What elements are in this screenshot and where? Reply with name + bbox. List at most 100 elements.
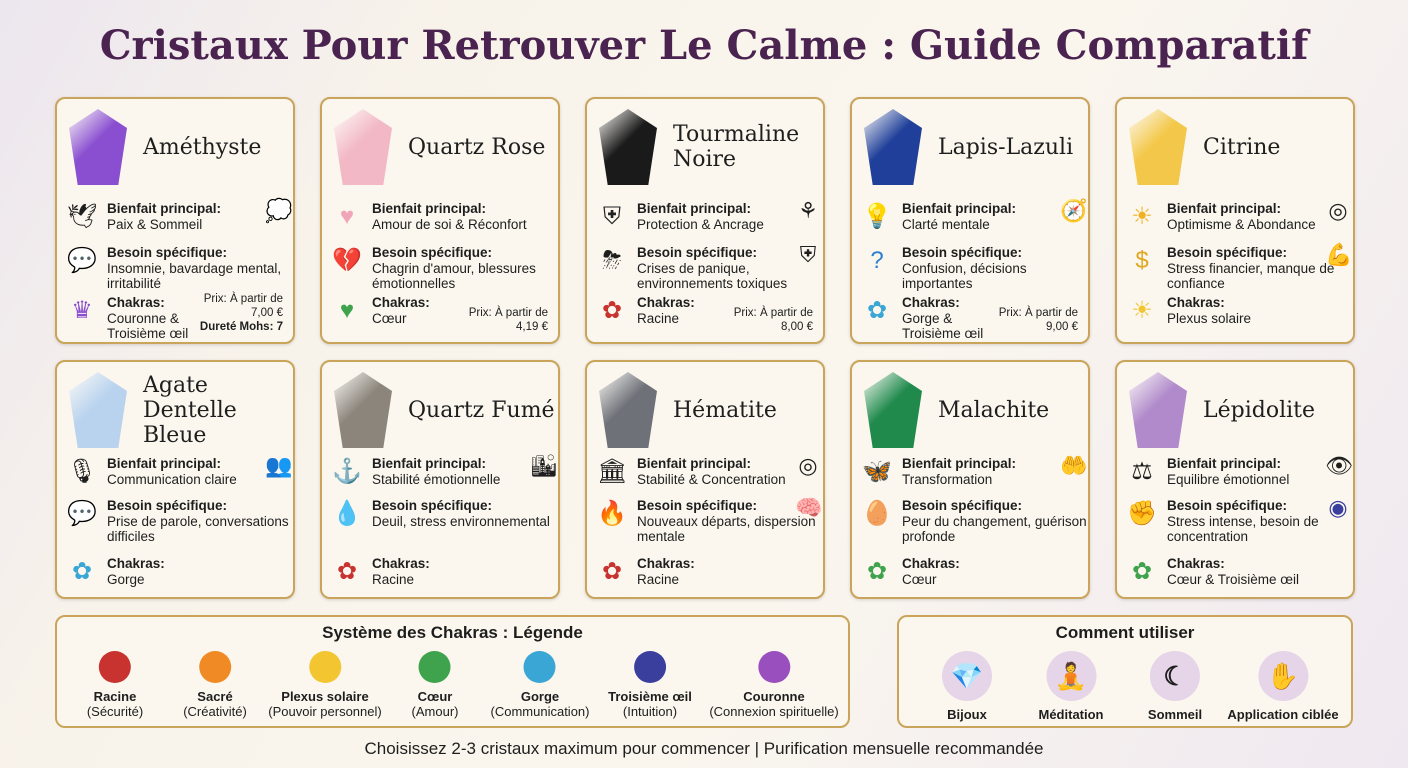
usage-title: Comment utiliser [1055,623,1195,642]
person-shield-icon: ⛨ [799,242,817,267]
legend-name: Troisième œil [608,689,692,704]
benefit-row: 🎙Bienfait principal:Communication claire… [67,453,292,487]
need-row: 💬Besoin spécifique:Insomnie, bavardage m… [67,245,292,292]
legend-meaning: (Sécurité) [86,704,144,719]
microphone-icon: 🎙 [67,458,98,485]
price-info: Prix: À partir de 4,19 € [464,306,548,334]
benefit-value: Paix & Sommeil [107,216,203,232]
chakras-value: Couronne & Troisième œil [107,310,189,342]
need-label: Besoin spécifique: [107,245,228,260]
benefit-label: Bienfait principal: [1167,201,1282,216]
benefit-row: ☀ Bienfait principal:Optimisme & Abondanc… [1131,198,1347,232]
page-title: Cristaux Pour Retrouver Le Calme : Guide… [99,22,1309,69]
legend-name: Racine [93,689,137,704]
chakras-row: ✿Chakras:Gorge [72,556,292,587]
price: Prix: À partir de 8,00 € [733,307,813,333]
benefit-row: 🕊Bienfait principal:Paix & Sommeil💭 [67,198,292,232]
heart-icon: ♥ [339,203,355,230]
root-chakra-icon: ✿ [336,558,358,585]
benefit-row: 🦋Bienfait principal:Transformation🤲 [862,453,1087,487]
dove-icon: 🕊 [67,203,98,230]
chakras-label: Chakras: [107,295,165,310]
chakras-value: Gorge & Troisième œil [902,310,984,342]
crystal-name: Agate Dentelle Bleue [143,372,237,448]
benefit-row: 💡Bienfait principal:Clarté mentale🧭 [862,198,1087,232]
legend-item-troisième-œil: Troisième œil(Intuition) [608,651,692,719]
card-header: Améthyste [57,99,293,195]
crystal-card: Malachite 🦋Bienfait principal:Transformat… [850,360,1090,599]
question-mark-icon: ? [870,247,884,274]
third-eye-chakra-icon: ◉ [1328,495,1348,520]
benefit-row: ⚖Bienfait principal:Equilibre émotionnel… [1131,453,1353,487]
benefit-label: Bienfait principal: [637,456,752,471]
city-icon: 🏙 [530,453,558,478]
chakra-symbol-icon [418,651,451,683]
legend-item-plexus-solaire: Plexus solaire(Pouvoir personnel) [268,651,382,719]
need-label: Besoin spécifique: [1167,498,1288,513]
compass-icon: 🧭 [1060,198,1088,223]
crystal-name: Quartz Fumé [408,397,555,423]
legend-meaning: (Connexion spirituelle) [709,704,839,719]
crystal-image [69,372,127,448]
need-value: Peur du changement, guérison profonde [902,513,1087,545]
hands-heart-icon: 🤲 [1060,453,1088,478]
chakras-label: Chakras: [902,556,960,571]
legend-name: Plexus solaire [281,689,369,704]
chakra-symbol-icon [523,651,556,683]
benefit-row: ⚓Bienfait principal:Stabilité émotionnel… [332,453,558,487]
benefit-value: Stabilité émotionnelle [372,471,501,487]
sun-icon: ☀ [1131,203,1153,230]
scales-icon: ⚖ [1131,458,1153,485]
chakras-row: ✿ Chakras:Racine [337,556,557,587]
chakras-label: Chakras: [372,556,430,571]
need-value: Insomnie, bavardage mental, irritabilité [107,260,282,292]
need-row: $Besoin spécifique:Stress financier, man… [1135,242,1352,292]
need-row: 💧Besoin spécifique:Deuil, stress environ… [332,498,557,529]
benefit-label: Bienfait principal: [902,201,1017,216]
tear-drop-icon: 💧 [332,500,362,527]
chakra-legend: Système des Chakras : Légende Racine(Séc… [55,615,850,728]
chakras-value: Racine [372,571,415,587]
chakras-value: Plexus solaire [1167,310,1252,326]
legend-name: Couronne [743,689,805,704]
need-row: 🔥Besoin spécifique:Nouveaux départs, dis… [597,495,822,545]
chakras-row: ✿Chakras:Gorge & Troisième œil [867,295,992,342]
crystal-image [69,109,127,185]
crystal-card: Quartz Rose♥Bienfait principal:Amour de … [320,97,560,344]
chakras-label: Chakras: [637,295,695,310]
crystal-card: Lépidolite⚖Bienfait principal:Equilibre … [1115,360,1355,599]
legend-meaning: (Intuition) [622,704,678,719]
price-info: Prix: À partir de 8,00 € [729,306,813,334]
crystal-image [1129,109,1187,185]
usage-item: ☾Sommeil [1148,651,1202,722]
benefit-label: Bienfait principal: [107,456,222,471]
crystal-card: Tourmaline Noire⛨Bienfait principal:Prot… [585,97,825,344]
benefit-value: Optimisme & Abondance [1167,216,1316,232]
crystal-name: Hématite [673,397,777,423]
crystal-name: Améthyste [143,134,262,160]
usage-item: 🧘Méditation [1039,651,1104,722]
chakra-symbol-icon [758,651,790,683]
crystal-card: Agate Dentelle Bleue 🎙 Bienfait principal:… [55,360,295,599]
crystal-name: Malachite [938,397,1050,423]
legend-item-sacré: Sacré(Créativité) [183,651,247,719]
crystal-image [1129,372,1187,448]
phoenix-icon: 🔥 [597,500,627,527]
chakras-row: ✿Chakras:Racine [602,556,822,587]
eye-icon: 👁 [1325,453,1353,478]
legend-meaning: (Pouvoir personnel) [268,704,382,719]
legend-item-couronne: Couronne(Connexion spirituelle) [709,651,839,719]
benefit-row: ⛨Bienfait principal:Protection & Ancrage… [603,198,818,232]
crystal-name: Lapis-Lazuli [938,134,1074,160]
legend-item-cœur: Cœur(Amour) [412,651,458,719]
price-info: Prix: À partir de 9,00 € [994,306,1078,334]
usage-label: Application ciblée [1227,707,1339,722]
usage-label: Méditation [1038,707,1104,722]
card-header: Quartz Fumé [322,362,558,458]
usage-panel: Comment utiliser 💎Bijoux🧘Méditation☾Somm… [897,615,1353,728]
chakra-symbol-icon [308,651,341,683]
crystal-image [864,109,922,185]
broken-heart-icon: 💔 [332,247,362,274]
throat-chakra-icon: ✿ [71,558,93,585]
moon-stars-icon: ☾ [1150,651,1200,701]
